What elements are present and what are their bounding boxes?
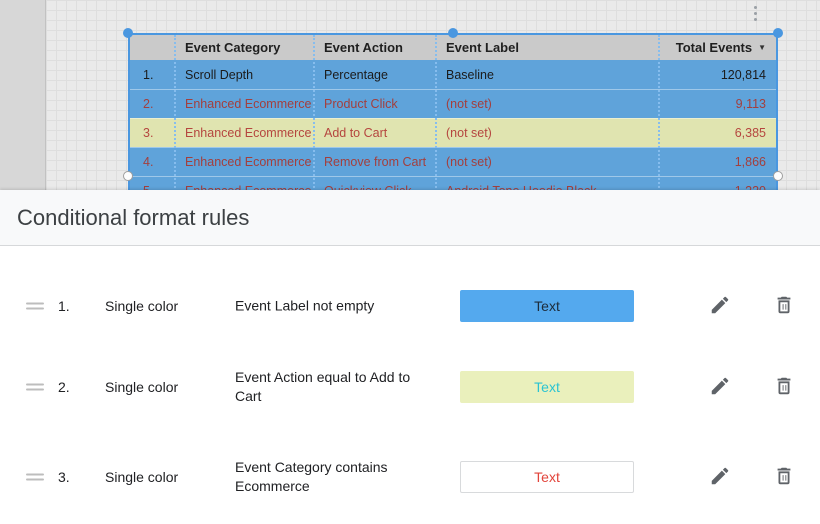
table-row: 2. Enhanced Ecommerce Product Click (not…: [130, 89, 776, 118]
table-row: 3. Enhanced Ecommerce Add to Cart (not s…: [130, 118, 776, 147]
cell-event-action: Percentage: [324, 67, 388, 82]
header-event-label[interactable]: Event Label: [446, 40, 519, 55]
pencil-icon: [709, 296, 731, 319]
edit-rule-button[interactable]: [708, 375, 732, 399]
cell-total-events: 120,814: [720, 67, 766, 82]
cell-event-label: (not set): [446, 126, 492, 140]
rule-condition: Event Label not empty: [235, 297, 375, 314]
format-preview-chip: Text: [460, 371, 634, 403]
rule-number: 1.: [58, 298, 70, 314]
resize-handle-top-right[interactable]: [773, 28, 783, 38]
delete-rule-button[interactable]: [772, 465, 796, 489]
drag-handle-icon[interactable]: [26, 471, 44, 484]
header-event-action[interactable]: Event Action: [324, 40, 403, 55]
pencil-icon: [709, 377, 731, 400]
cell-event-category: Enhanced Ecommerce: [176, 177, 315, 190]
rule-type: Single color: [105, 298, 179, 314]
cell-row-number: 1.: [143, 67, 154, 82]
trash-icon: [773, 467, 795, 490]
panel-title: Conditional format rules: [17, 204, 250, 230]
panel-header: Conditional format rules: [0, 190, 820, 246]
trash-icon: [773, 296, 795, 319]
cell-total-events: 1,866: [734, 155, 766, 169]
cell-event-category: Scroll Depth: [185, 67, 254, 82]
format-preview-chip: Text: [460, 290, 634, 322]
table-header-row: Event Category Event Action Event Label …: [130, 35, 776, 60]
cell-event-category: Enhanced Ecommerce: [185, 97, 312, 111]
cell-row-number: 5.: [130, 177, 176, 190]
events-table[interactable]: Event Category Event Action Event Label …: [128, 33, 778, 190]
cell-total-events: 1,220: [660, 177, 776, 190]
rule-condition: Event Action equal to Add to Cart: [235, 369, 411, 404]
delete-rule-button[interactable]: [772, 375, 796, 399]
report-canvas: Event Category Event Action Event Label …: [0, 0, 820, 190]
drag-handle-icon[interactable]: [26, 381, 44, 394]
rule-type: Single color: [105, 469, 179, 485]
format-rule-row: 1. Single color Event Label not empty Te…: [0, 290, 820, 322]
column-guide[interactable]: [313, 35, 315, 190]
cell-event-label: Baseline: [446, 67, 494, 82]
cell-row-number: 2.: [143, 97, 154, 111]
cell-event-label: (not set): [446, 155, 492, 169]
table-row: 4. Enhanced Ecommerce Remove from Cart (…: [130, 147, 776, 176]
cell-event-category: Enhanced Ecommerce: [185, 126, 312, 140]
rule-condition: Event Category contains Ecommerce: [235, 459, 388, 494]
rule-type: Single color: [105, 379, 179, 395]
sort-desc-icon: ▼: [758, 43, 766, 52]
cell-event-label: (not set): [446, 97, 492, 111]
format-rule-row: 2. Single color Event Action equal to Ad…: [0, 369, 820, 404]
cell-event-action: Add to Cart: [324, 126, 388, 140]
cell-row-number: 4.: [143, 155, 154, 169]
table-row: 1. Scroll Depth Percentage Baseline 120,…: [130, 60, 776, 89]
column-guide[interactable]: [658, 35, 660, 190]
cell-total-events: 9,113: [735, 97, 766, 111]
header-row-number: [130, 35, 176, 60]
header-total-events-label: Total Events: [675, 40, 753, 55]
resize-handle-top-left[interactable]: [123, 28, 133, 38]
edit-rule-button[interactable]: [708, 294, 732, 318]
cell-event-action: Quickview Click: [315, 177, 437, 190]
header-event-category[interactable]: Event Category: [185, 40, 281, 55]
rule-number: 2.: [58, 379, 70, 395]
header-total-events[interactable]: Total Events ▼: [660, 35, 776, 60]
cell-event-label: Android Tone Hoodie Black: [437, 177, 660, 190]
resize-handle-middle-right[interactable]: [773, 171, 783, 181]
cell-total-events: 6,385: [734, 126, 766, 140]
drag-handle-icon[interactable]: [26, 300, 44, 313]
cell-event-action: Product Click: [324, 97, 398, 111]
canvas-left-margin: [0, 0, 46, 190]
format-preview-chip: Text: [460, 461, 634, 493]
resize-handle-top-center[interactable]: [448, 28, 458, 38]
delete-rule-button[interactable]: [772, 294, 796, 318]
pencil-icon: [709, 467, 731, 490]
resize-handle-middle-left[interactable]: [123, 171, 133, 181]
table-row: 5. Enhanced Ecommerce Quickview Click An…: [130, 176, 776, 190]
cell-event-category: Enhanced Ecommerce: [185, 155, 312, 169]
format-rule-row: 3. Single color Event Category contains …: [0, 459, 820, 494]
column-guide[interactable]: [435, 35, 437, 190]
rule-number: 3.: [58, 469, 70, 485]
edit-rule-button[interactable]: [708, 465, 732, 489]
table-more-options-icon[interactable]: [752, 6, 758, 28]
cell-row-number: 3.: [143, 126, 154, 140]
cell-event-action: Remove from Cart: [324, 155, 427, 169]
column-guide[interactable]: [174, 35, 176, 190]
trash-icon: [773, 377, 795, 400]
conditional-format-rules-panel: Conditional format rules 1. Single color…: [0, 190, 820, 524]
